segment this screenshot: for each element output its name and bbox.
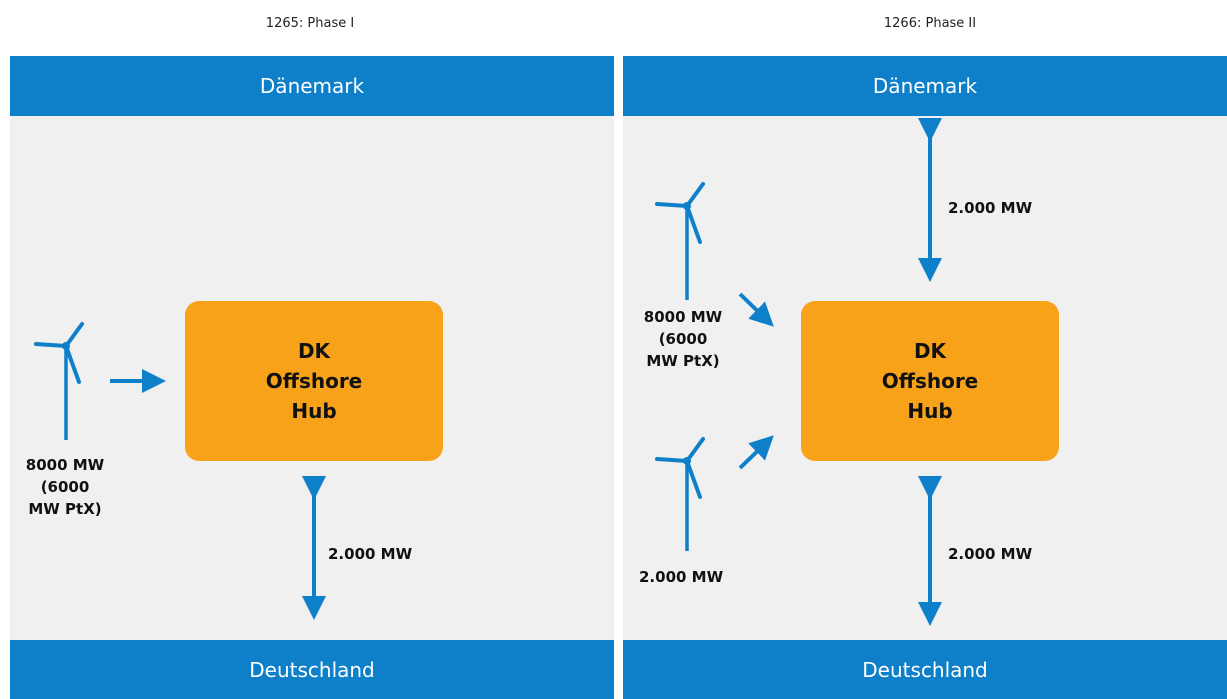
wind-label-line-2: (6000 [40,478,90,496]
link-de-label: 2.000 MW [948,545,1033,563]
hub-line-1: DK [297,339,331,363]
hub-line-3: Hub [291,399,337,423]
wind-label-line-3: MW PtX) [28,500,102,518]
hub-line-3: Hub [907,399,953,423]
wind-label-line-3: MW PtX) [646,352,720,370]
germany-label: Deutschland [249,657,375,682]
arrow-icon [738,435,774,470]
arrow-icon [738,292,774,327]
wind-label-line-1: 8000 MW [25,456,105,474]
link-de-label: 2.000 MW [328,545,413,563]
wind-label-line-1: 8000 MW [643,308,723,326]
denmark-band: Dänemark [623,56,1227,116]
wind-capacity-label-2: 2.000 MW [639,568,724,586]
germany-band: Deutschland [623,640,1227,699]
wind-label-line-2: (6000 [658,330,708,348]
offshore-hub: DK Offshore Hub [801,301,1059,461]
hub-line-1: DK [913,339,947,363]
offshore-hub: DK Offshore Hub [185,301,443,461]
wind-capacity-label: 8000 MW (6000 MW PtX) [628,306,738,372]
phase-1-panel: Dänemark DK Offshore Hub 8000 MW (6000 M… [10,56,614,699]
phase-1-graphics [34,322,326,620]
denmark-label: Dänemark [872,74,978,98]
hub-line-2: Offshore [881,369,979,393]
wind-turbine-icon [655,182,705,300]
wind-capacity-label: 8000 MW (6000 MW PtX) [10,454,120,520]
wind-turbine-icon [34,322,84,440]
phase-2-panel: Dänemark DK O [623,56,1227,699]
link-dk-label: 2.000 MW [948,199,1033,217]
phase-2-graphics [655,118,942,626]
wind-turbine-icon [655,437,705,551]
denmark-label: Dänemark [259,74,365,98]
phase-2-caption: 1266: Phase II [883,16,977,31]
hub-line-2: Offshore [265,369,363,393]
denmark-band: Dänemark [10,56,614,116]
germany-band: Deutschland [10,640,614,699]
phase-1-caption: 1265: Phase I [265,16,355,31]
germany-label: Deutschland [862,657,988,682]
